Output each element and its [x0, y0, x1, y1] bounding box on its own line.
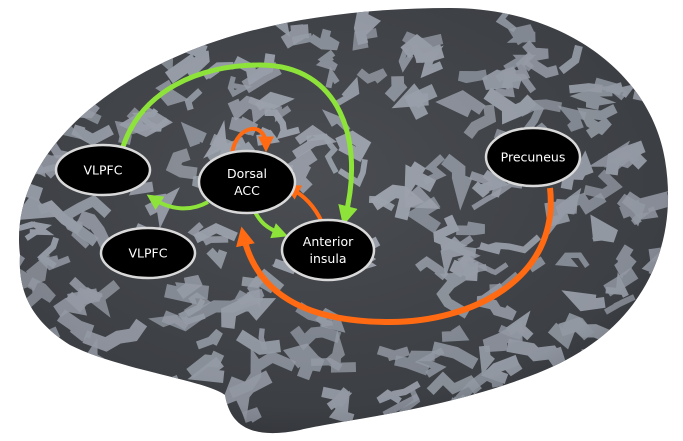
gyrus-texture — [20, 423, 43, 434]
gyrus-texture — [111, 17, 135, 37]
gyrus-texture — [606, 418, 669, 434]
gyrus-texture — [18, 82, 45, 113]
gyrus-texture — [645, 308, 669, 343]
gyrus-texture — [18, 251, 26, 279]
gyrus-texture — [18, 148, 46, 180]
gyrus-texture — [18, 387, 48, 422]
gyrus-texture — [608, 388, 639, 408]
node-label-line2: ACC — [234, 183, 260, 198]
node-label: VLPFC — [84, 163, 123, 178]
gyrus-texture — [580, 349, 625, 363]
gyrus-texture — [162, 24, 185, 43]
gyrus-texture — [640, 340, 661, 351]
node-label-line1: Anterior — [303, 234, 354, 249]
arrows — [119, 62, 554, 326]
gyrus-texture — [585, 15, 623, 42]
gyrus-texture — [615, 8, 651, 24]
node-label-line1: Dorsal — [227, 166, 267, 181]
gyrus-texture — [505, 402, 538, 421]
gyrus-texture — [82, 40, 125, 79]
gyrus-texture — [39, 337, 58, 362]
gyrus-texture — [260, 8, 290, 37]
gyrus-texture — [25, 111, 65, 140]
arrow-acc-self-loop — [230, 126, 274, 159]
gyrus-texture — [145, 422, 180, 434]
node-label-line2: insula — [310, 251, 347, 266]
gyrus-texture — [72, 51, 96, 76]
gyrus-texture — [29, 113, 66, 132]
gyrus-texture — [142, 19, 173, 49]
gyrus-texture — [138, 372, 181, 395]
gyrus-texture — [448, 396, 468, 414]
gyrus-texture — [132, 31, 170, 59]
gyrus-texture — [65, 406, 100, 432]
gyrus-texture — [36, 39, 58, 61]
gyrus-texture — [611, 371, 644, 393]
gyrus-texture — [129, 19, 169, 40]
gyrus-texture — [642, 309, 669, 330]
gyrus-texture — [81, 8, 110, 17]
arrow-vlpfc-to-insula — [119, 62, 358, 226]
gyrus-texture — [457, 415, 496, 434]
gyrus-texture — [572, 373, 595, 394]
gyrus-texture — [582, 388, 631, 406]
gyrus-texture — [42, 407, 73, 425]
node-precuneus: Precuneus — [484, 126, 582, 188]
gyrus-texture — [590, 417, 634, 434]
node-label: VLPFC — [129, 246, 168, 261]
gyrus-texture — [581, 8, 611, 28]
gyrus-texture — [120, 373, 147, 405]
gyrus-texture — [18, 108, 51, 145]
gyrus-texture — [659, 30, 669, 73]
gyrus-texture — [54, 369, 98, 400]
arrow-precuneus-to-acc — [236, 187, 554, 326]
gyrus-texture — [330, 8, 377, 12]
node-dorsal-acc: Dorsal ACC — [197, 149, 297, 215]
gyrus-texture — [659, 271, 669, 300]
gyrus-texture — [557, 369, 589, 390]
gyrus-texture — [275, 8, 313, 17]
gyrus-texture — [24, 53, 68, 73]
gyrus-texture — [27, 56, 80, 84]
gyrus-texture — [605, 353, 631, 367]
node-vlpfc-upper: VLPFC — [54, 143, 152, 197]
gyrus-texture — [19, 396, 55, 434]
gyrus-texture — [18, 20, 65, 53]
gyrus-texture — [566, 412, 586, 429]
node-anterior-insula: Anterior insula — [280, 218, 376, 282]
gyrus-texture — [79, 409, 106, 434]
gyrus-texture — [47, 396, 76, 414]
arrow-acc-to-vlpfc — [146, 194, 209, 211]
node-vlpfc-lower: VLPFC — [99, 226, 197, 280]
gyrus-texture — [531, 402, 550, 417]
gyrus-texture — [18, 326, 61, 356]
gyrus-texture — [141, 46, 174, 74]
node-label: Precuneus — [501, 150, 566, 165]
gyrus-texture — [659, 390, 669, 413]
